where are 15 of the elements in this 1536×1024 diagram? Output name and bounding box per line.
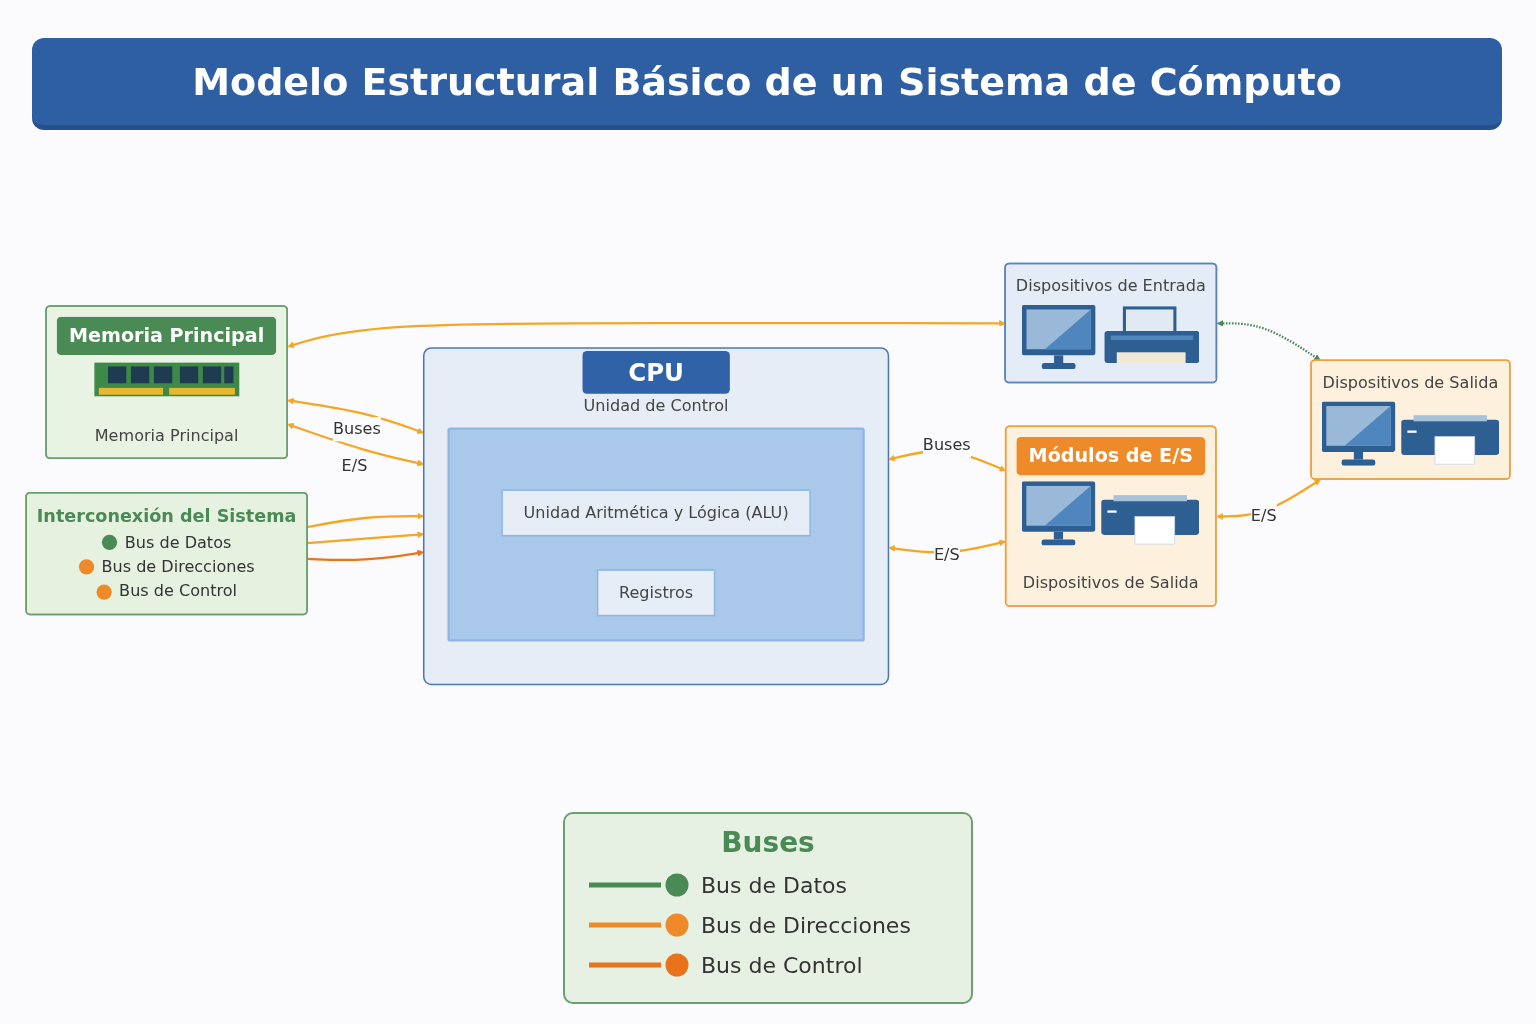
arrow [287,320,1006,349]
edge-label: E/S [933,545,960,565]
legend-label: Bus de Control [701,952,863,978]
legend-title: Buses [721,826,815,859]
node-box: Registros [596,569,716,617]
legend-label: Bus de Datos [701,872,847,898]
edge-label: E/S [1250,506,1277,525]
legend-label: Bus de Direcciones [701,912,911,938]
cluster [447,427,865,642]
arrow [1216,320,1321,361]
node-box: Unidad Aritmética y Lógica (ALU) [501,489,811,537]
title-banner: Modelo Estructural Básico de un Sistema de Cómputo [32,38,1502,130]
edge-label: Buses [922,435,971,454]
edge-label: E/S [341,456,368,475]
edge-label: Buses [333,419,381,438]
